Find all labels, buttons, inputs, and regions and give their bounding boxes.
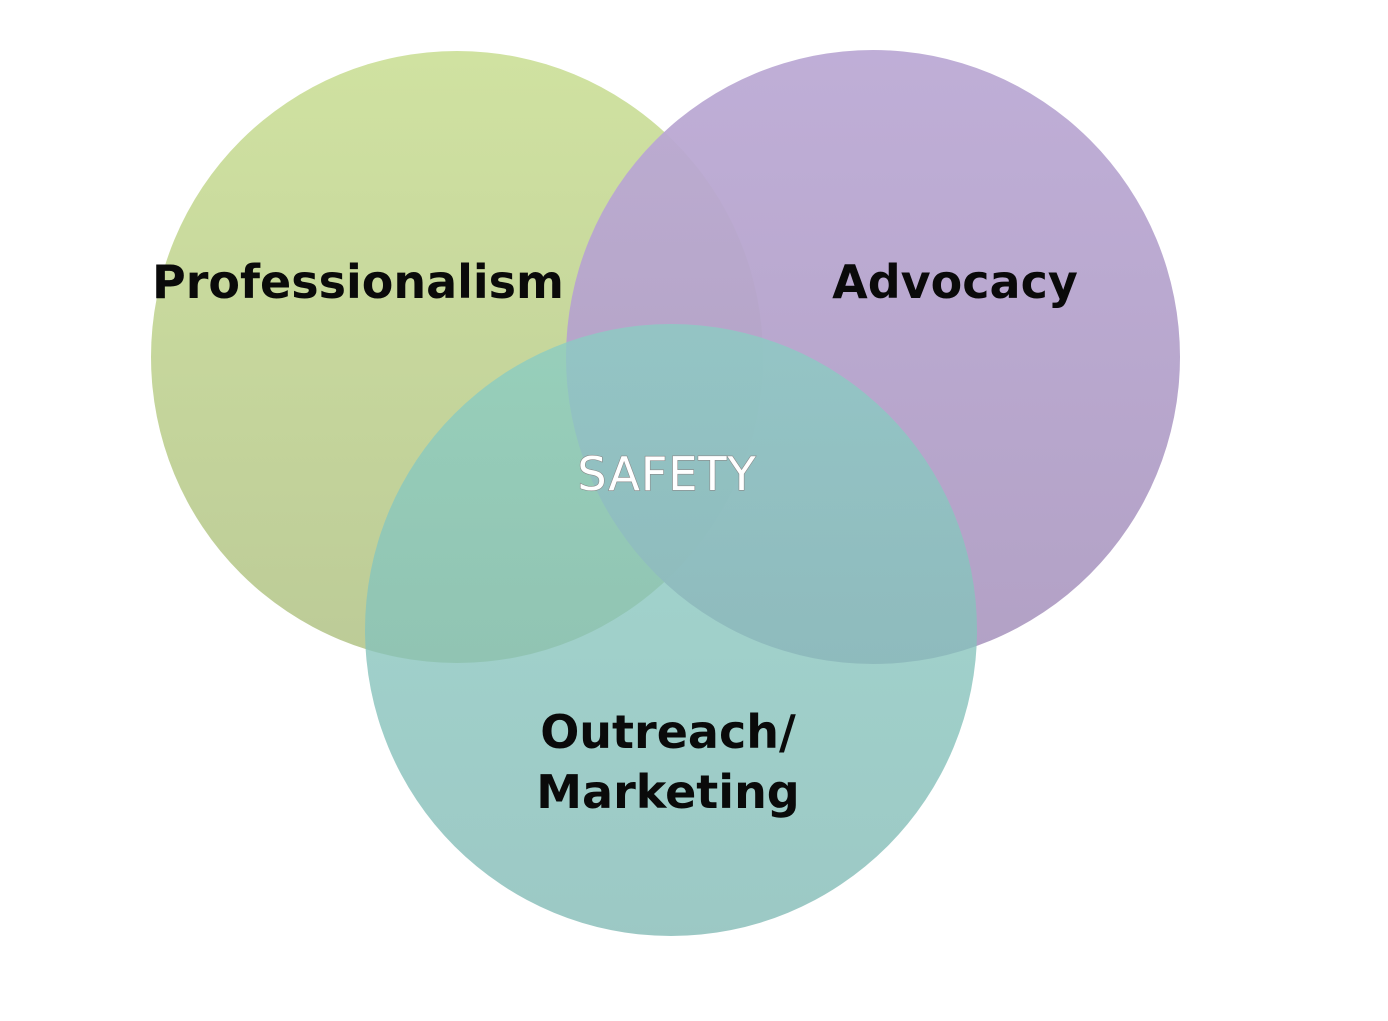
label-outreach-line2: Marketing (536, 765, 800, 819)
label-outreach-line1: Outreach/ (540, 705, 796, 759)
circle-outreach (365, 324, 977, 936)
label-professionalism: Professionalism (152, 255, 564, 309)
label-advocacy: Advocacy (832, 255, 1078, 309)
center-label-safety: SAFETY (577, 447, 756, 501)
